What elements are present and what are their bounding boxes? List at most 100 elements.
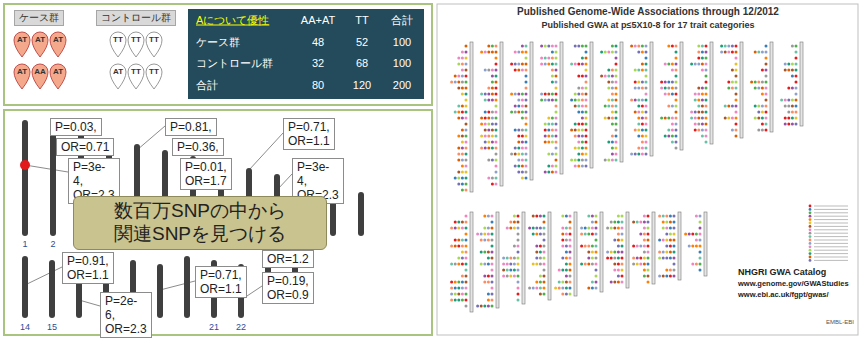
trait-dot bbox=[491, 117, 494, 120]
trait-dot bbox=[555, 81, 558, 84]
legend-dot bbox=[809, 249, 812, 252]
ideogram-chromosome bbox=[650, 42, 653, 156]
genotype-label: AA bbox=[34, 68, 46, 76]
trait-dot bbox=[705, 57, 708, 60]
trait-dot bbox=[665, 245, 668, 248]
legend-line bbox=[814, 250, 848, 251]
trait-dot bbox=[705, 129, 708, 132]
trait-dot bbox=[675, 99, 678, 102]
trait-dot bbox=[547, 117, 550, 120]
trait-dot bbox=[671, 45, 674, 48]
trait-dot bbox=[613, 227, 616, 230]
trait-dot bbox=[544, 99, 547, 102]
trait-dot bbox=[621, 221, 624, 224]
trait-dot bbox=[577, 63, 580, 66]
trait-dot bbox=[525, 63, 528, 66]
trait-dot bbox=[595, 275, 598, 278]
trait-dot bbox=[795, 63, 798, 66]
trait-dot bbox=[495, 165, 498, 168]
chromosome bbox=[184, 256, 190, 318]
trait-dot bbox=[544, 141, 547, 144]
trait-dot bbox=[699, 263, 702, 266]
trait-dot bbox=[502, 269, 505, 272]
trait-dot bbox=[535, 215, 538, 218]
trait-dot bbox=[539, 227, 542, 230]
trait-dot bbox=[735, 135, 738, 138]
trait-dot bbox=[565, 293, 568, 296]
trait-dot bbox=[595, 239, 598, 242]
trait-dot bbox=[615, 99, 618, 102]
trait-dot bbox=[461, 51, 464, 54]
trait-dot bbox=[551, 135, 554, 138]
trait-dot bbox=[551, 69, 554, 72]
trait-dot bbox=[454, 293, 457, 296]
trait-dot bbox=[591, 215, 594, 218]
trait-dot bbox=[513, 221, 516, 224]
trait-dot bbox=[558, 269, 561, 272]
table-ground bbox=[188, 9, 424, 99]
trait-dot bbox=[506, 227, 509, 230]
trait-dot bbox=[491, 75, 494, 78]
trait-dot bbox=[555, 45, 558, 48]
trait-dot bbox=[543, 215, 546, 218]
legend-line bbox=[814, 260, 848, 261]
trait-dot bbox=[454, 227, 457, 230]
trait-dot bbox=[591, 251, 594, 254]
trait-dot bbox=[641, 135, 644, 138]
trait-dot bbox=[690, 111, 693, 114]
trait-dot bbox=[761, 105, 764, 108]
trait-dot bbox=[495, 105, 498, 108]
trait-dot bbox=[569, 233, 572, 236]
trait-dot bbox=[517, 293, 520, 296]
trait-dot bbox=[643, 269, 646, 272]
trait-dot bbox=[727, 105, 730, 108]
trait-dot bbox=[517, 105, 520, 108]
trait-dot bbox=[727, 45, 730, 48]
trait-dot bbox=[701, 63, 704, 66]
table-cell: 68 bbox=[356, 58, 368, 69]
trait-dot bbox=[647, 251, 650, 254]
trait-dot bbox=[669, 251, 672, 254]
snp-box: P=0.01, OR=1.7 bbox=[180, 158, 232, 190]
genotype-label: TT bbox=[113, 36, 123, 44]
genotype-label: AT bbox=[35, 36, 45, 44]
trait-dot bbox=[555, 117, 558, 120]
trait-dot bbox=[574, 105, 577, 108]
trait-dot bbox=[517, 263, 520, 266]
trait-dot bbox=[495, 135, 498, 138]
trait-dot bbox=[484, 123, 487, 126]
trait-dot bbox=[645, 63, 648, 66]
trait-dot bbox=[461, 183, 464, 186]
trait-dot bbox=[454, 81, 457, 84]
trait-dot bbox=[611, 81, 614, 84]
trait-dot bbox=[695, 215, 698, 218]
trait-dot bbox=[487, 299, 490, 302]
trait-dot bbox=[697, 45, 700, 48]
trait-dot bbox=[565, 239, 568, 242]
trait-dot bbox=[517, 269, 520, 272]
trait-dot bbox=[457, 227, 460, 230]
trait-dot bbox=[551, 81, 554, 84]
trait-dot bbox=[604, 75, 607, 78]
trait-dot bbox=[454, 177, 457, 180]
trait-dot bbox=[615, 147, 618, 150]
trait-dot bbox=[591, 245, 594, 248]
table-cell: コントロール群 bbox=[196, 58, 273, 69]
trait-dot bbox=[484, 111, 487, 114]
trait-dot bbox=[639, 233, 642, 236]
trait-dot bbox=[457, 111, 460, 114]
trait-dot bbox=[697, 87, 700, 90]
trait-dot bbox=[551, 45, 554, 48]
trait-dot bbox=[461, 57, 464, 60]
trait-dot bbox=[688, 245, 691, 248]
callout-box: 数百万SNPの中から 関連SNPを見つける bbox=[73, 196, 327, 250]
trait-dot bbox=[667, 87, 670, 90]
trait-dot bbox=[577, 159, 580, 162]
trait-dot bbox=[791, 87, 794, 90]
trait-dot bbox=[457, 257, 460, 260]
person-icon bbox=[32, 32, 48, 57]
trait-dot bbox=[795, 93, 798, 96]
trait-dot bbox=[701, 57, 704, 60]
trait-dot bbox=[660, 117, 663, 120]
trait-dot bbox=[591, 257, 594, 260]
